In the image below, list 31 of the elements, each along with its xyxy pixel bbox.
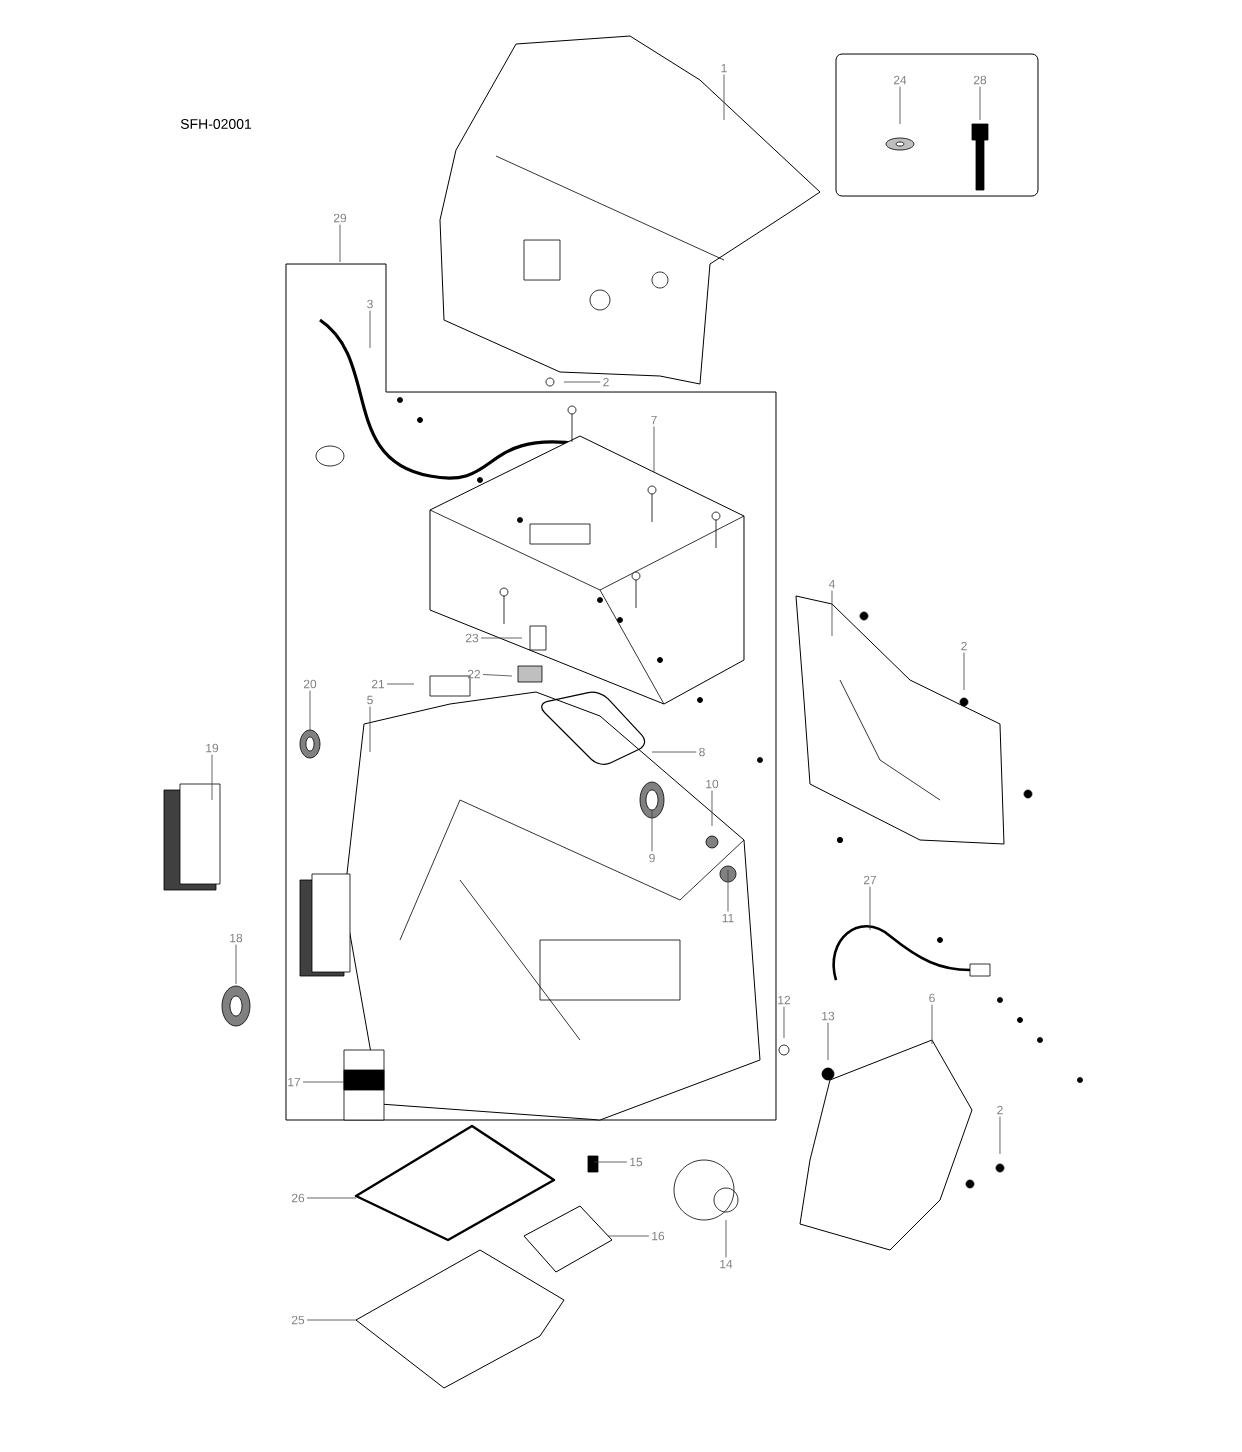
leader-line (727, 869, 729, 912)
leader-line (651, 751, 697, 753)
leader-line (783, 1006, 785, 1039)
leader-line (211, 754, 213, 801)
leader-line (711, 790, 713, 827)
leader-line (306, 1319, 357, 1321)
leader-line (339, 224, 341, 263)
leader-line (979, 86, 981, 121)
leader-line (999, 1116, 1001, 1155)
leader-line (899, 86, 901, 125)
leader-line (931, 1004, 933, 1045)
leader-line (653, 426, 655, 473)
leader-line (827, 1022, 829, 1061)
leader-line (369, 706, 371, 753)
leader-line (725, 1219, 727, 1258)
leader-line (607, 1235, 650, 1237)
leader-line (563, 381, 601, 383)
leader-line (480, 637, 523, 639)
leader-line (386, 683, 415, 685)
leader-line (482, 674, 513, 677)
leader-line (309, 690, 311, 731)
leader-line (593, 1161, 628, 1163)
leader-line (831, 590, 833, 637)
leader-line (306, 1197, 357, 1199)
leader-line (369, 310, 371, 349)
leader-line (869, 886, 871, 931)
leader-line (302, 1081, 345, 1083)
leader-line (963, 652, 965, 691)
leader-line (651, 809, 653, 852)
leader-line (235, 944, 237, 985)
leader-line (723, 74, 725, 121)
